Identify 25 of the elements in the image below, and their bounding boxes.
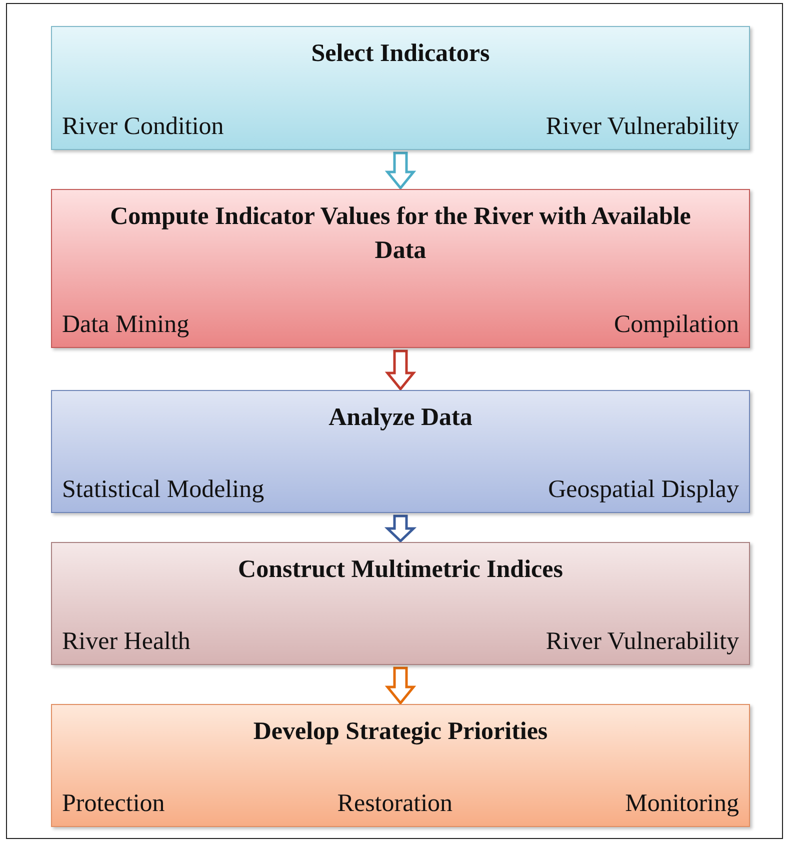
sub-step-label: Statistical Modeling bbox=[62, 476, 264, 504]
sub-step-label: Compilation bbox=[614, 311, 739, 339]
sub-step-label: Geospatial Display bbox=[548, 476, 739, 504]
process-box bbox=[51, 26, 750, 150]
step-heading: Develop Strategic Priorities bbox=[252, 717, 549, 747]
sub-step-label: River Condition bbox=[62, 113, 224, 141]
step-heading: Analyze Data bbox=[328, 403, 474, 433]
step-heading: Construct Multimetric Indices bbox=[237, 555, 564, 585]
sub-step-label: River Health bbox=[62, 628, 190, 656]
step-heading: Compute Indicator Values for the River with Available Data bbox=[109, 202, 692, 266]
sub-step-label: River Vulnerability bbox=[546, 113, 739, 141]
down-arrow bbox=[384, 350, 416, 391]
down-arrow bbox=[384, 152, 416, 190]
down-arrow bbox=[384, 666, 416, 705]
process-box bbox=[51, 542, 750, 665]
process-box bbox=[51, 704, 750, 827]
sub-step-label: Restoration bbox=[337, 790, 453, 818]
sub-step-label: Monitoring bbox=[625, 790, 739, 818]
process-box bbox=[51, 189, 750, 348]
sub-step-label: Protection bbox=[62, 790, 165, 818]
sub-step-label: River Vulnerability bbox=[546, 628, 739, 656]
step-heading: Select Indicators bbox=[310, 39, 491, 69]
down-arrow bbox=[384, 514, 417, 543]
process-box bbox=[51, 390, 750, 513]
sub-step-label: Data Mining bbox=[62, 311, 190, 339]
